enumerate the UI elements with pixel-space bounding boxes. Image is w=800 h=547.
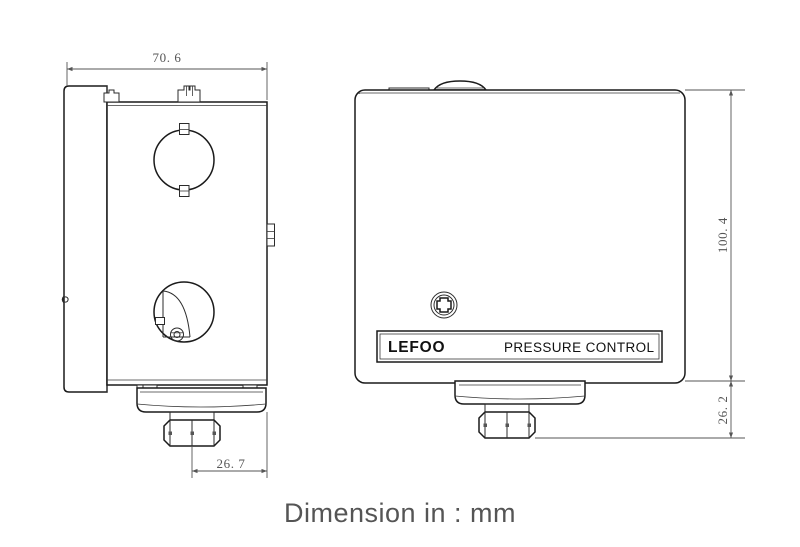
dimension-height-right: 100. 4	[685, 89, 745, 382]
units-caption: Dimension in : mm	[284, 498, 516, 528]
side-view-top-tab-right	[177, 85, 201, 103]
dimension-hex-width: 26. 7	[191, 412, 268, 478]
dimension-hex-width-value: 26. 7	[217, 456, 246, 471]
side-view-upper-bore	[153, 123, 215, 197]
front-view-base-plate	[454, 380, 586, 405]
side-view	[61, 85, 275, 447]
side-view-side-connector	[266, 223, 275, 247]
side-view-lower-bore	[153, 281, 215, 343]
front-view: LEFOO PRESSURE CONTROL	[354, 80, 686, 439]
dimension-port-bottom: 26. 2	[535, 381, 745, 439]
front-view-label-plate: LEFOO PRESSURE CONTROL	[376, 330, 663, 363]
front-view-top-tab	[388, 80, 488, 91]
front-view-hex-fitting	[478, 403, 536, 439]
dimension-width-top-value: 70. 6	[153, 50, 182, 65]
side-view-body	[106, 101, 268, 386]
side-view-hex-fitting	[163, 411, 221, 447]
side-view-mounting-flange	[61, 85, 108, 393]
dimension-port-bottom-value: 26. 2	[715, 396, 730, 425]
dimension-height-right-value: 100. 4	[715, 217, 730, 253]
brand-label: LEFOO	[388, 339, 445, 356]
front-view-cover-screw	[430, 291, 458, 319]
side-view-base-plate	[136, 384, 267, 413]
side-view-top-tab-left	[103, 89, 120, 103]
dimension-width-top: 70. 6	[66, 50, 268, 100]
product-label: PRESSURE CONTROL	[504, 340, 655, 355]
